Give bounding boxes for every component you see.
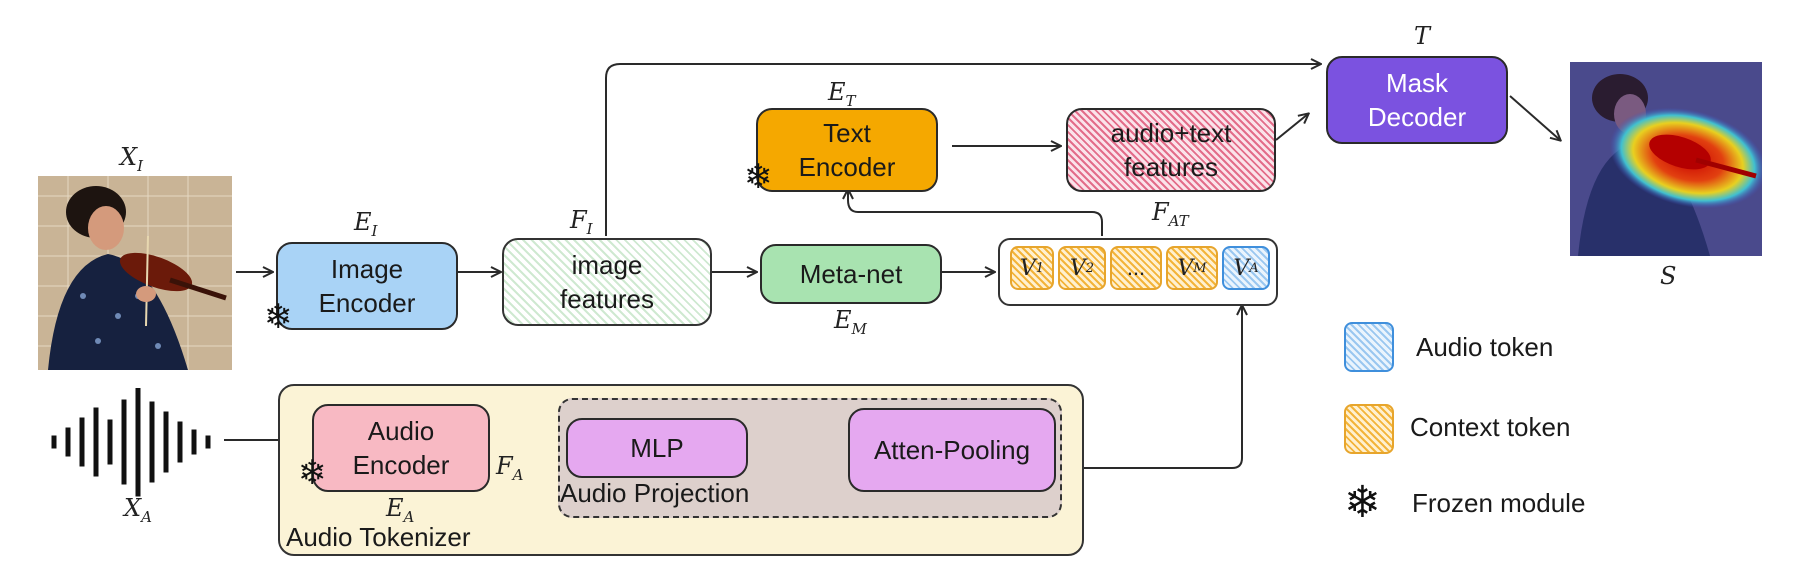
meta-net-symbol: EM xyxy=(834,306,867,338)
audio-encoder-symbol: EA xyxy=(386,494,415,526)
violinist-photo xyxy=(38,176,232,370)
legend-frozen-icon: ❄ xyxy=(1344,478,1381,527)
input-image-label: XI xyxy=(120,143,144,175)
audio-waveform xyxy=(51,388,211,497)
mlp: MLP xyxy=(566,418,748,478)
arrow-decoder-to-output xyxy=(1509,95,1560,140)
mask-decoder-symbol: T xyxy=(1414,22,1431,50)
frozen-icon: ❄ xyxy=(264,298,293,336)
arrow-atfeatures-to-decoder xyxy=(1275,114,1308,141)
audio-projection-title: Audio Projection xyxy=(560,478,750,508)
image-encoder-symbol: EI xyxy=(354,208,378,240)
legend-context-token-label: Context token xyxy=(1410,412,1571,442)
meta-net: Meta-net xyxy=(760,244,942,304)
legend-frozen-module-label: Frozen module xyxy=(1412,488,1586,518)
audio-input-label: XA xyxy=(124,494,152,526)
legend-audio-token-label: Audio token xyxy=(1416,332,1554,362)
frozen-icon: ❄ xyxy=(298,454,327,492)
audio-text-features-symbol: FAT xyxy=(1152,198,1189,230)
image-features-symbol: FI xyxy=(570,206,593,238)
arrow-audio-to-tokens xyxy=(1084,306,1242,469)
frozen-icon: ❄ xyxy=(744,158,773,196)
output-segmentation-image xyxy=(1570,62,1762,256)
atten-pooling: Atten-Pooling xyxy=(848,408,1056,492)
arrow-features-to-decoder xyxy=(605,64,1320,236)
input-image xyxy=(38,176,232,370)
audio-feature-symbol: FA xyxy=(496,452,524,484)
audio-tokenizer-title: Audio Tokenizer xyxy=(286,522,471,552)
output-image-label: S xyxy=(1660,262,1677,290)
segmentation-photo xyxy=(1570,62,1762,256)
text-encoder-symbol: ET xyxy=(828,78,856,110)
legend-context-token-swatch xyxy=(1344,404,1394,454)
arrow-tokens-to-text-encoder xyxy=(848,190,1103,236)
context-token-ellipsis: ... xyxy=(1110,246,1162,290)
legend-audio-token-swatch xyxy=(1344,322,1394,372)
